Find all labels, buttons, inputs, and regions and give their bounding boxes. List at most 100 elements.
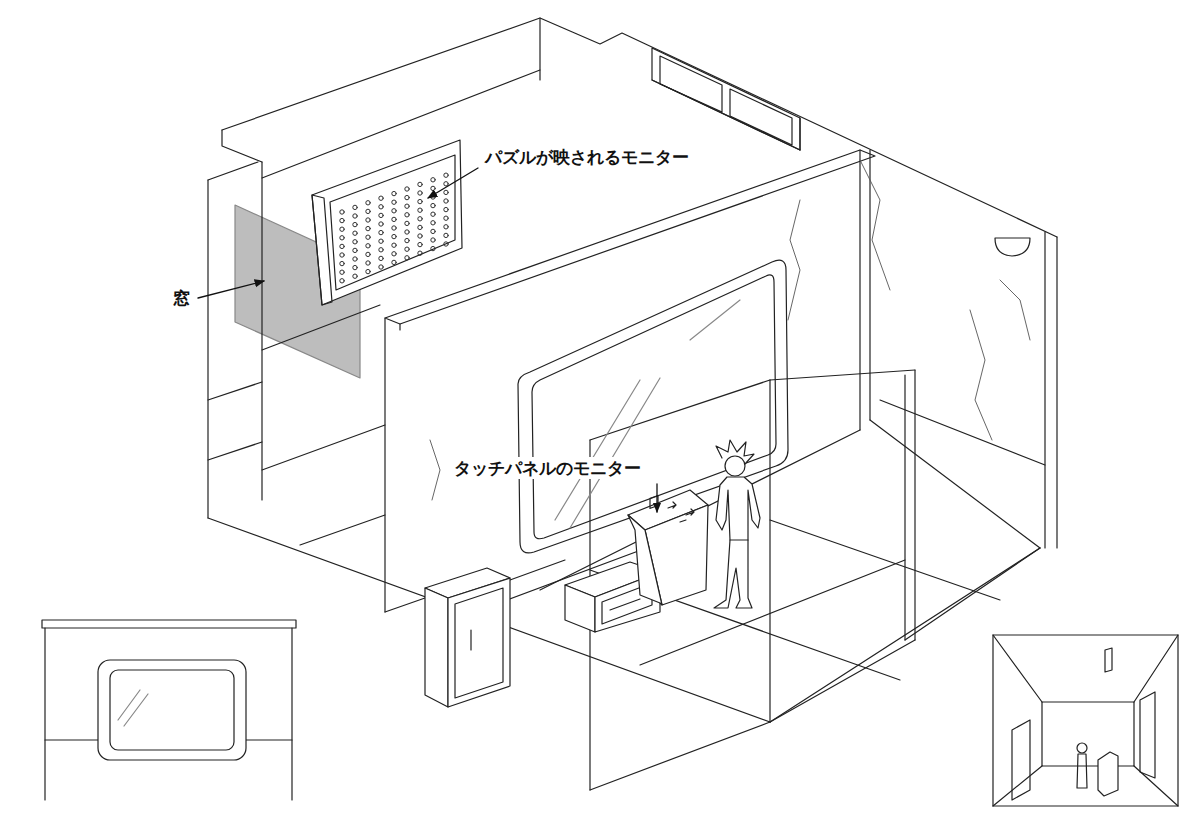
puzzle-dot	[392, 191, 396, 195]
back-window	[652, 48, 800, 150]
puzzle-dot	[366, 261, 370, 265]
puzzle-monitor	[312, 140, 462, 305]
puzzle-dot	[444, 225, 448, 229]
corridor-inset	[993, 766, 1042, 806]
partition-wall	[384, 318, 385, 612]
puzzle-monitor	[330, 155, 455, 290]
puzzle-dot	[353, 265, 357, 269]
puzzle-dot	[405, 221, 409, 225]
puzzle-dot	[353, 214, 357, 218]
cabinet	[425, 588, 448, 707]
room-walls	[770, 520, 1000, 600]
wall-elevation-inset	[42, 620, 296, 628]
puzzle-dot	[340, 218, 344, 222]
corridor-inset	[1012, 720, 1030, 800]
wall-elevation-inset	[110, 670, 234, 750]
puzzle-dot	[418, 199, 422, 203]
wall-cracks	[860, 160, 890, 290]
puzzle-dot	[431, 229, 435, 233]
wall-elevation-inset	[98, 660, 246, 760]
puzzle-dot	[353, 248, 357, 252]
wall-cracks	[970, 310, 992, 440]
room-walls	[590, 722, 770, 790]
leader-lines	[428, 168, 478, 198]
puzzle-dot	[340, 261, 344, 265]
wall-cracks	[430, 160, 1030, 500]
partition-wall	[510, 560, 565, 580]
puzzle-dot	[392, 226, 396, 230]
puzzle-dot	[392, 217, 396, 221]
room-walls	[300, 515, 385, 545]
puzzle-dot	[444, 173, 448, 177]
puzzle-dot	[405, 187, 409, 191]
room-walls	[208, 442, 262, 460]
cabinet	[455, 588, 503, 698]
puzzle-monitor	[312, 140, 462, 305]
character-figure	[725, 456, 745, 476]
puzzle-dot	[366, 235, 370, 239]
room-walls	[769, 380, 770, 722]
partition-wall	[555, 380, 640, 520]
room-walls	[208, 18, 1057, 790]
safe-box	[610, 599, 640, 610]
partition-wall	[859, 150, 860, 430]
puzzle-dot	[431, 178, 435, 182]
room-walls	[207, 180, 208, 518]
character-figure	[730, 539, 748, 540]
room-walls	[904, 375, 905, 640]
puzzle-dot	[405, 256, 409, 260]
puzzle-dot	[405, 238, 409, 242]
back-window	[660, 56, 722, 112]
puzzle-dot	[340, 253, 344, 257]
touch-panel-console	[668, 502, 694, 522]
room-walls	[208, 382, 262, 400]
puzzle-dot	[392, 260, 396, 264]
corridor-inset	[1105, 648, 1112, 672]
puzzle-dot	[366, 269, 370, 273]
room-walls	[261, 162, 262, 500]
puzzle-dot	[444, 242, 448, 246]
puzzle-dot	[405, 195, 409, 199]
back-window	[799, 118, 800, 150]
corridor-inset	[1140, 692, 1155, 778]
puzzle-dot	[392, 243, 396, 247]
room-walls	[590, 380, 770, 440]
puzzle-dot	[366, 226, 370, 230]
puzzle-dot	[431, 212, 435, 216]
puzzle-dot	[340, 279, 344, 283]
puzzle-dot	[366, 201, 370, 205]
puzzle-dot	[444, 233, 448, 237]
cabinet	[470, 630, 471, 650]
puzzle-dot	[379, 239, 383, 243]
puzzle-dot	[366, 209, 370, 213]
wall-cracks	[430, 440, 440, 500]
puzzle-dot	[405, 213, 409, 217]
puzzle-monitor	[312, 195, 332, 305]
partition-wall	[385, 598, 425, 612]
puzzle-dot	[379, 230, 383, 234]
puzzle-dot	[353, 231, 357, 235]
back-window	[652, 80, 800, 150]
puzzle-dot	[392, 200, 396, 204]
touch-panel-console	[628, 515, 662, 605]
wall-cracks	[788, 200, 800, 320]
puzzle-dot	[379, 205, 383, 209]
room-walls	[870, 420, 1040, 548]
puzzle-dot	[418, 251, 422, 255]
puzzle-dot	[366, 244, 370, 248]
corridor-inset	[1134, 635, 1178, 702]
puzzle-dot	[418, 217, 422, 221]
corridor-inset	[993, 635, 1178, 806]
puzzle-dot	[444, 216, 448, 220]
character-figure	[714, 477, 760, 608]
back-window	[730, 89, 792, 145]
puzzle-dot	[444, 182, 448, 186]
puzzle-dot	[392, 234, 396, 238]
puzzle-dot	[431, 186, 435, 190]
corridor-inset	[993, 635, 1178, 806]
puzzle-dot	[353, 205, 357, 209]
room-walls	[869, 150, 870, 420]
room-walls	[208, 162, 258, 180]
corridor-inset	[993, 635, 1042, 702]
puzzle-dot	[418, 182, 422, 186]
